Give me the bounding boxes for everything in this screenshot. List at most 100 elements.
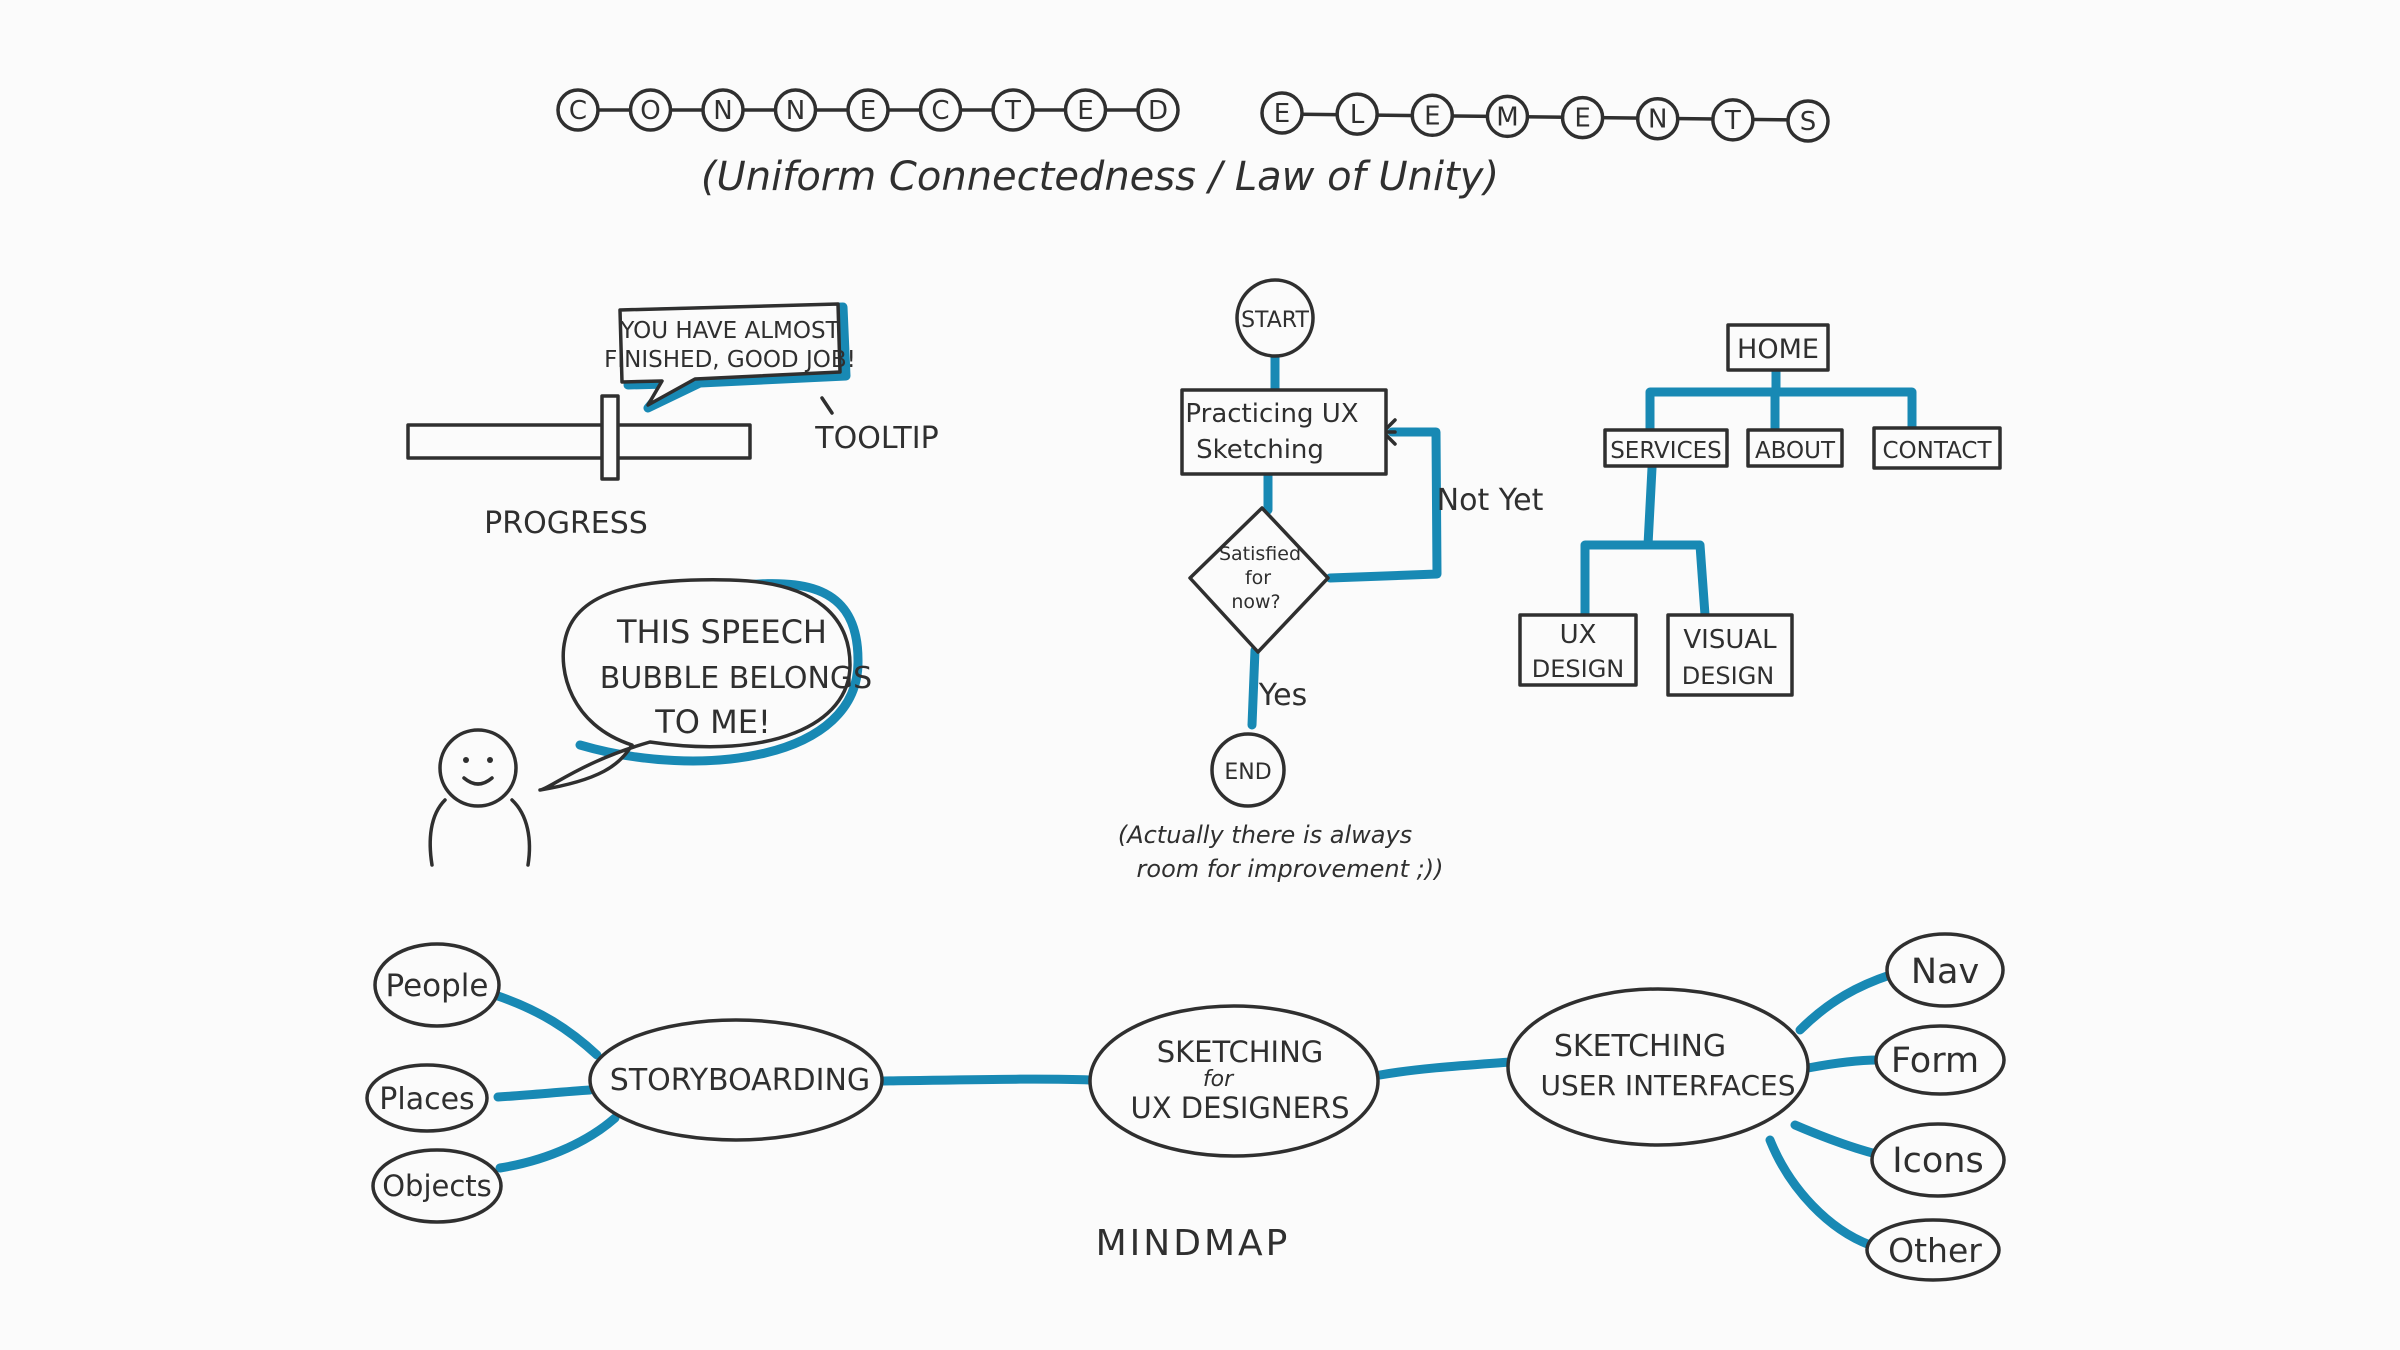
- mindmap-places-label: Places: [379, 1082, 474, 1117]
- mindmap-ui-line2: USER INTERFACES: [1541, 1069, 1796, 1102]
- person-body-left: [428, 798, 447, 867]
- speech-text-line3: TO ME!: [654, 703, 771, 741]
- flow-decision-line1: Satisfied: [1219, 543, 1301, 565]
- flow-yes-label: Yes: [1258, 678, 1307, 713]
- mindmap-link-nav: [1795, 970, 1895, 1035]
- mindmap-link-objects: [495, 1113, 620, 1173]
- progress-handle: [600, 394, 620, 481]
- sitemap-about-box: [1746, 428, 1844, 468]
- title-letter: E: [1274, 99, 1290, 129]
- title-letter-circle: [1136, 88, 1180, 132]
- flow-start-label: START: [1241, 308, 1309, 333]
- title-letter: C: [569, 96, 587, 126]
- flowchart-example: START Practicing UX Sketching Satisfied …: [1118, 278, 1544, 883]
- title-letter-circle: [1635, 96, 1680, 141]
- person-head: [438, 728, 518, 808]
- tooltip-label: TOOLTIP: [814, 421, 938, 456]
- flow-decision-line3: now?: [1231, 591, 1280, 613]
- person-figure: [428, 728, 532, 867]
- sitemap-lines-bottom: [1580, 463, 1710, 620]
- title-letter: E: [1424, 101, 1440, 131]
- mindmap-link-form: [1803, 1055, 1883, 1073]
- title-letter: S: [1800, 107, 1817, 137]
- title-letter-circle: [1063, 88, 1108, 132]
- progress-bar: [406, 423, 752, 460]
- flow-note-line1: (Actually there is always: [1118, 821, 1412, 849]
- flow-decision-diamond: [1188, 506, 1330, 654]
- title-letter: N: [1648, 105, 1667, 135]
- speech-text-line1: THIS SPEECH: [616, 613, 827, 651]
- title-letter-circle: [1410, 93, 1455, 138]
- mindmap-node-icons: [1870, 1122, 2006, 1198]
- sitemap-visual-line1: VISUAL: [1683, 625, 1777, 655]
- mindmap-form-label: Form: [1891, 1041, 1979, 1081]
- mindmap-node-objects: [371, 1148, 503, 1224]
- title-letter-circle: [1485, 94, 1530, 139]
- progress-label: PROGRESS: [484, 506, 648, 541]
- title-letter: E: [1077, 96, 1093, 126]
- mindmap-node-people: [373, 942, 501, 1028]
- flow-step-box: [1180, 388, 1388, 476]
- title-letter: D: [1148, 96, 1168, 126]
- mindmap-node-ui: [1506, 987, 1810, 1147]
- title-letter-circle: [773, 88, 818, 132]
- mindmap-other-label: Other: [1888, 1231, 1982, 1270]
- flow-line-decision-end: [1247, 645, 1260, 730]
- title-letter-circle: [1786, 99, 1830, 143]
- tooltip-box: [618, 302, 842, 407]
- sitemap-contact-box: [1872, 426, 2002, 470]
- sitemap-home-box: [1726, 323, 1830, 372]
- title-letter: C: [931, 96, 949, 126]
- tooltip-text-line1: YOU HAVE ALMOST: [619, 318, 840, 344]
- mindmap-center-line3: UX DESIGNERS: [1131, 1091, 1350, 1125]
- sitemap-contact-label: CONTACT: [1882, 438, 1992, 464]
- sitemap-ux-line1: UX: [1560, 620, 1597, 650]
- speech-bubble-example: THIS SPEECH BUBBLE BELONGS TO ME!: [428, 578, 872, 867]
- mindmap-example: STORYBOARDING SKETCHING for UX DESIGNERS…: [365, 932, 2006, 1282]
- mindmap-storyboarding-label: STORYBOARDING: [610, 1063, 870, 1098]
- person-eye-left: [463, 757, 469, 763]
- mindmap-icons-label: Icons: [1892, 1141, 1983, 1181]
- mindmap-nav-label: Nav: [1911, 952, 1979, 992]
- person-eye-right: [487, 757, 493, 763]
- mindmap-node-nav: [1885, 932, 2005, 1008]
- mindmap-people-label: People: [386, 968, 489, 1004]
- flow-end-label: END: [1224, 760, 1271, 785]
- sitemap-lines-top: [1645, 363, 1917, 435]
- person-body-right: [510, 798, 532, 867]
- title-letter-circle: [991, 88, 1035, 132]
- person-smile: [462, 776, 494, 786]
- flow-step-line1: Practicing UX: [1185, 399, 1358, 429]
- title-letter: M: [1496, 102, 1518, 132]
- mindmap-link-icons: [1790, 1120, 1885, 1160]
- title-letter: T: [1724, 106, 1741, 136]
- title-letter: L: [1350, 100, 1365, 130]
- sitemap-ux-design-box: [1518, 613, 1638, 687]
- tooltip-pointer-line: [820, 396, 834, 415]
- mindmap-node-center: [1088, 1004, 1380, 1158]
- mindmap-link-people: [490, 990, 602, 1060]
- sitemap-visual-design-box: [1666, 613, 1794, 697]
- title-letter-circle: [1711, 98, 1755, 142]
- title-letter-circle: [628, 88, 673, 132]
- mindmap-node-storyboarding: [588, 1018, 884, 1142]
- speech-text-line2: BUBBLE BELONGS: [600, 661, 872, 696]
- flow-end-node: [1210, 732, 1286, 808]
- mindmap-center-line1: SKETCHING: [1157, 1035, 1324, 1069]
- sitemap-services-box: [1603, 428, 1729, 468]
- flow-decision-line2: for: [1245, 567, 1271, 589]
- flow-not-yet-label: Not Yet: [1437, 483, 1544, 518]
- title-letter-circle: [701, 88, 745, 132]
- mindmap-node-form: [1874, 1024, 2006, 1096]
- title-letter: O: [640, 96, 660, 126]
- title-letter: T: [1004, 96, 1021, 126]
- mindmap-node-other: [1865, 1218, 2001, 1282]
- mindmap-node-places: [365, 1063, 489, 1133]
- flow-step-line2: Sketching: [1196, 435, 1324, 465]
- title-letter-circle: [846, 88, 890, 132]
- title-letter-circle: [918, 88, 963, 132]
- sitemap-example: HOME SERVICES ABOUT CONTACT UX DESIGN VI…: [1518, 323, 2002, 697]
